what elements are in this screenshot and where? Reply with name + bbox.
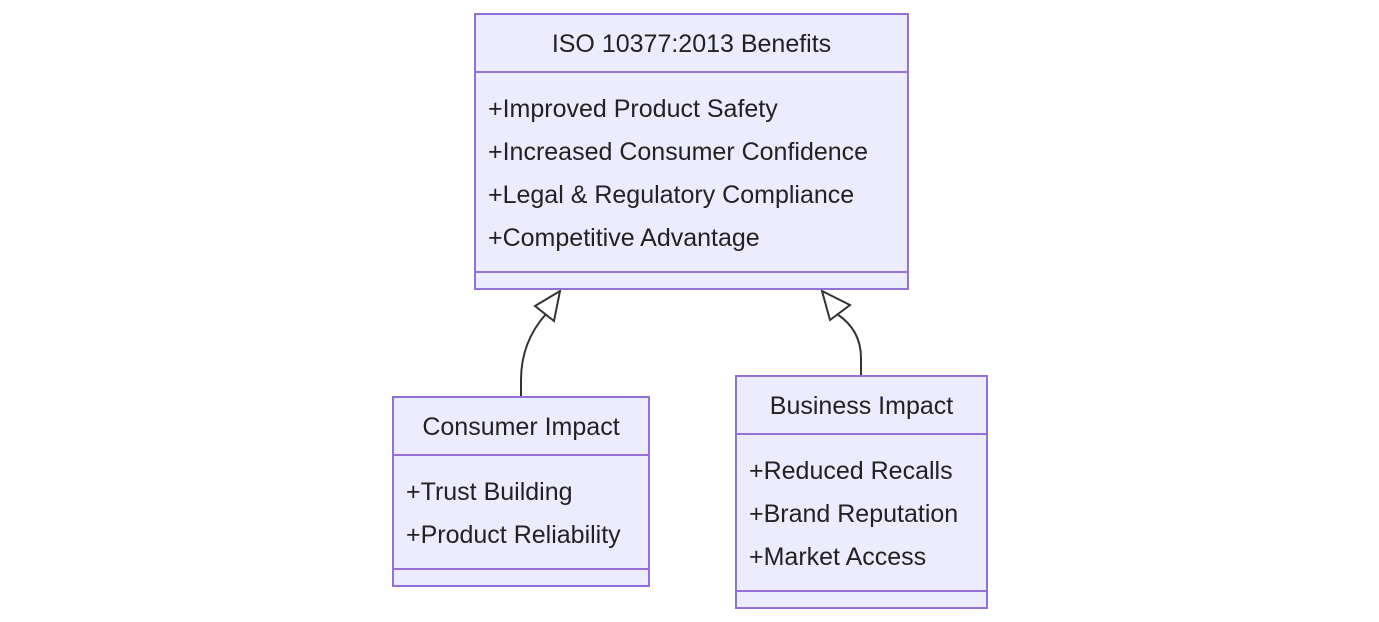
class-attributes: +Reduced Recalls +Brand Reputation +Mark…: [737, 435, 986, 592]
class-methods: [394, 570, 648, 585]
class-attribute: +Market Access: [749, 543, 927, 571]
class-box-business-impact[interactable]: Business Impact +Reduced Recalls +Brand …: [735, 375, 988, 609]
class-title: Consumer Impact: [394, 398, 648, 456]
business-inheritance-edge: [836, 313, 862, 375]
class-title: Business Impact: [737, 377, 986, 435]
class-attribute: +Reduced Recalls: [749, 457, 953, 485]
class-attribute: +Trust Building: [406, 478, 573, 506]
consumer-inheritance-arrowhead: [533, 288, 562, 323]
class-box-consumer-impact[interactable]: Consumer Impact +Trust Building +Product…: [392, 396, 650, 587]
class-attribute: +Product Reliability: [406, 521, 621, 549]
business-inheritance-arrowhead: [820, 289, 852, 322]
class-methods: [476, 273, 907, 288]
class-attribute: +Brand Reputation: [749, 500, 959, 528]
class-attribute: +Improved Product Safety: [488, 95, 778, 123]
class-title: ISO 10377:2013 Benefits: [476, 15, 907, 73]
class-box-iso-benefits[interactable]: ISO 10377:2013 Benefits +Improved Produc…: [474, 13, 909, 290]
class-attributes: +Improved Product Safety +Increased Cons…: [476, 73, 907, 273]
class-attribute: +Competitive Advantage: [488, 224, 760, 252]
class-methods: [737, 592, 986, 607]
class-attribute: +Increased Consumer Confidence: [488, 138, 869, 166]
consumer-inheritance-edge: [520, 313, 547, 396]
class-attributes: +Trust Building +Product Reliability: [394, 456, 648, 570]
class-attribute: +Legal & Regulatory Compliance: [488, 181, 855, 209]
